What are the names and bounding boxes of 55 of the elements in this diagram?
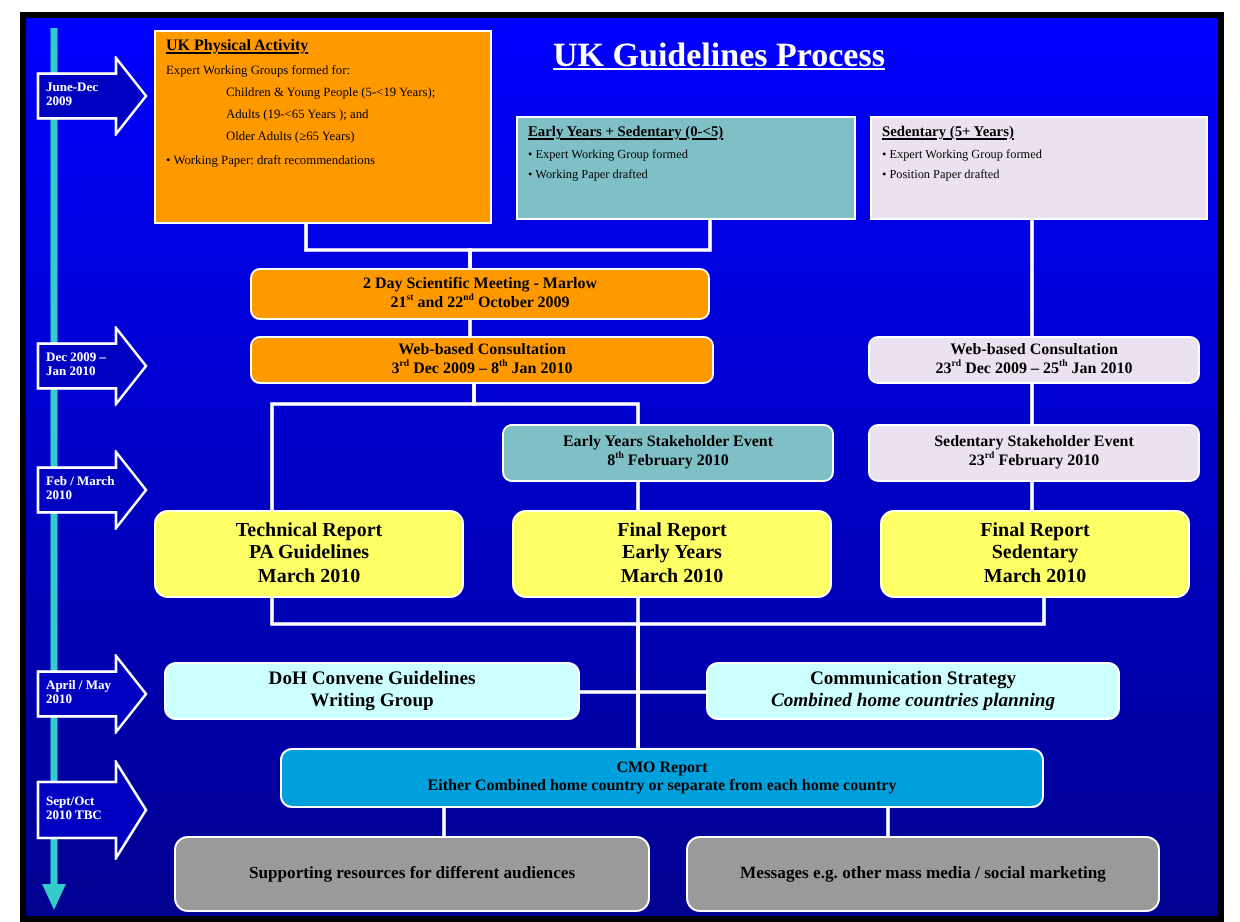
connector-line — [1030, 220, 1034, 336]
connector-line — [442, 808, 446, 836]
box-text: 2 Day Scientific Meeting - Marlow — [362, 275, 598, 293]
box-text: Technical Report — [235, 520, 383, 543]
event-box — [250, 336, 714, 384]
event-box — [868, 336, 1200, 384]
report-box — [880, 510, 1190, 598]
connector-line — [636, 482, 640, 510]
connector-line — [886, 808, 890, 836]
event-box — [250, 268, 710, 320]
process-box — [154, 30, 492, 224]
report-box — [512, 510, 832, 598]
box-text: Supporting resources for different audiences — [248, 864, 576, 884]
process-box — [870, 116, 1208, 220]
connector-line — [468, 320, 472, 336]
box-text: Early Years Stakeholder Event — [562, 434, 774, 451]
report-box — [154, 510, 464, 598]
diagram-title: UK Guidelines Process — [551, 36, 887, 76]
date-tag — [36, 450, 148, 530]
box-text: March 2010 — [983, 565, 1087, 588]
box-text: Web-based Consultation — [950, 341, 1118, 359]
box-text: March 2010 — [620, 565, 724, 588]
box-text: Final Report — [980, 520, 1090, 543]
box-text: Early Years — [622, 542, 722, 566]
output-box — [686, 836, 1160, 912]
connector-line — [636, 598, 1046, 748]
box-text: Web-based Consultation — [398, 341, 566, 359]
box-text: Either Combined home country or separate from each home country — [427, 778, 897, 796]
box-text: DoH Convene Guidelines Writing Group — [266, 669, 478, 713]
output-box — [174, 836, 650, 912]
date-tag — [36, 760, 148, 860]
process-box — [706, 662, 1120, 720]
box-text: PA Guidelines — [248, 542, 370, 566]
connector-line — [1030, 482, 1034, 510]
connector-line — [580, 690, 706, 694]
connector-line — [1030, 384, 1034, 424]
box-text: Sedentary — [991, 542, 1079, 566]
date-tag — [36, 654, 148, 734]
event-box — [280, 748, 1044, 808]
connector-line — [472, 384, 640, 424]
connector-line — [468, 220, 712, 268]
box-text: Final Report — [617, 520, 727, 543]
box-text: March 2010 — [257, 565, 361, 588]
event-box — [502, 424, 834, 482]
date-tag — [36, 56, 148, 136]
box-text: CMO Report — [616, 760, 708, 778]
process-box — [516, 116, 856, 220]
event-box — [868, 424, 1200, 482]
date-tag — [36, 326, 148, 406]
box-text: Sedentary Stakeholder Event — [934, 434, 1134, 451]
box-heading: UK Physical Activity — [166, 38, 309, 56]
box-text: Messages e.g. other mass media / social marketing — [740, 864, 1106, 884]
box-text: Communication Strategy — [809, 669, 1017, 691]
process-box — [164, 662, 580, 720]
box-text: Combined home countries planning — [770, 691, 1056, 713]
